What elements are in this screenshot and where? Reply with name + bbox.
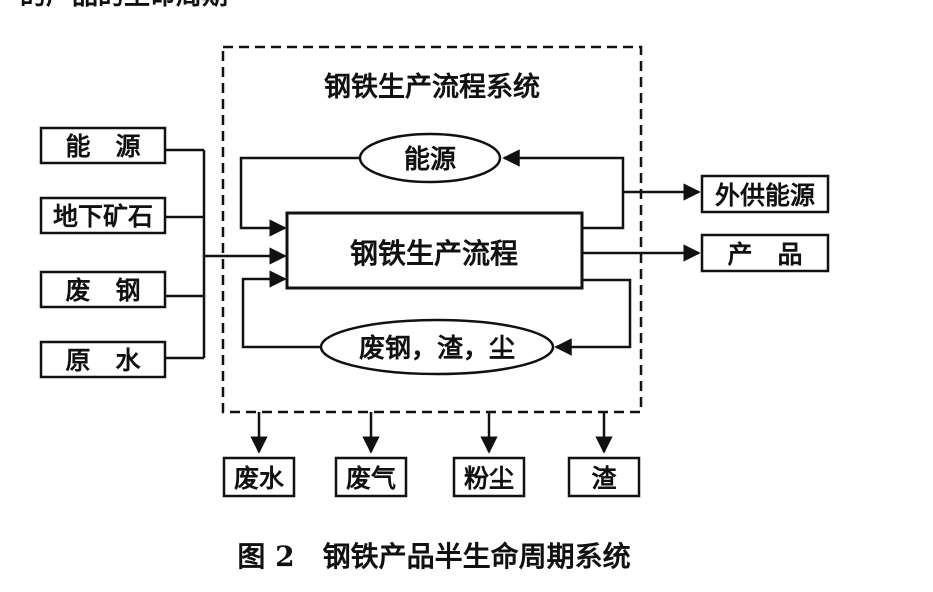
waste-loop-node [319,318,555,376]
output-product: 产 品 [700,233,830,273]
input-energy-label: 能 源 [65,132,140,161]
input-raw-water-label: 原 水 [65,346,141,375]
output-external-energy: 外供能源 [700,174,830,214]
input-energy: 能 源 [39,126,167,165]
waste-loop-label: 废钢，渣，尘 [359,333,515,364]
waste-loop-arrows [241,270,632,356]
output-external-energy-label: 外供能源 [715,181,815,210]
system-title: 钢铁生产流程系统 [324,71,540,103]
output-waste-water-label: 废水 [234,464,285,493]
output-slag-label: 渣 [591,464,617,493]
output-product-label: 产 品 [727,240,802,269]
output-waste-gas: 废气 [334,456,408,498]
header-fragment: 的产品的生命周期 [20,0,228,11]
input-scrap-steel: 废 钢 [39,270,167,309]
output-waste-water: 废水 [222,456,296,498]
input-connectors [165,148,287,360]
input-ore-label: 地下矿石 [53,202,153,231]
input-raw-water: 原 水 [39,340,167,379]
process-label: 钢铁生产流程 [350,237,518,270]
process-box [285,211,584,290]
system-boundary [221,45,643,414]
input-ore: 地下矿石 [39,196,167,235]
output-slag: 渣 [567,456,641,498]
bottom-output-arrows [250,412,613,454]
output-dust: 粉尘 [452,456,526,498]
input-scrap-steel-label: 废 钢 [65,276,140,305]
output-waste-gas-label: 废气 [346,464,396,493]
figure-caption: 图 2 钢铁产品半生命周期系统 [237,540,630,573]
energy-loop-label: 能源 [404,144,456,175]
right-output-arrows [583,183,701,262]
output-dust-label: 粉尘 [464,464,514,493]
